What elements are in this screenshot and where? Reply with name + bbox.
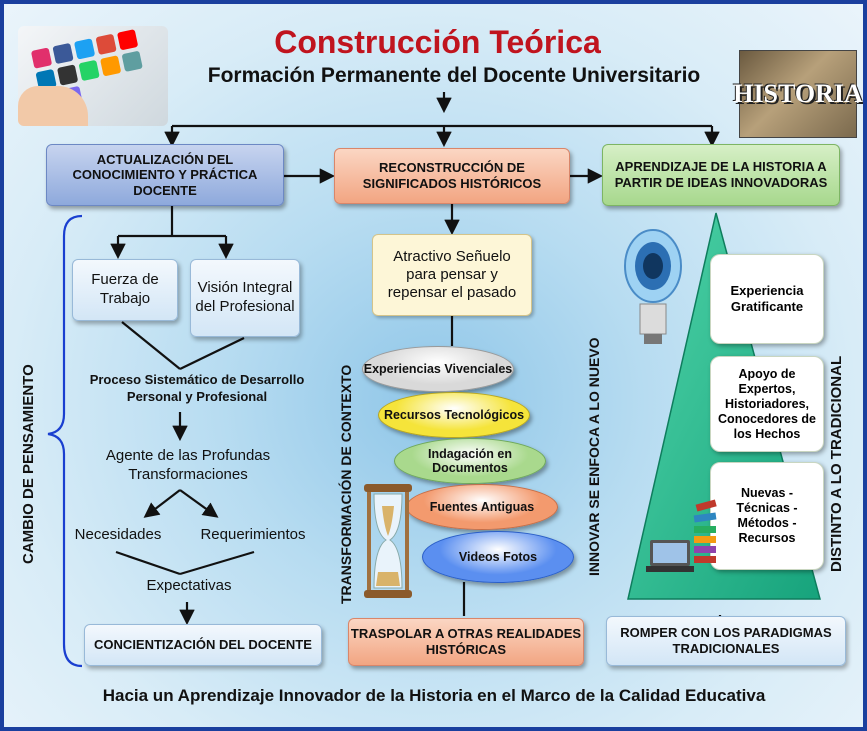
center-column-header: RECONSTRUCCIÓN DE SIGNIFICADOS HISTÓRICO… (334, 148, 570, 204)
videos-fotos-ellipse: Videos Fotos (422, 531, 574, 583)
hand-shape (18, 86, 88, 126)
fuentes-antiguas-ellipse: Fuentes Antiguas (406, 484, 558, 530)
vision-integral-box: Visión Integral del Profesional (190, 259, 300, 337)
requerimientos-text: Requerimientos (200, 526, 306, 543)
historia-image: HISTORIA (733, 50, 863, 138)
nuevas-tecnicas-text: Nuevas -Técnicas -Métodos -Recursos (736, 486, 798, 545)
innovar-enfoca-label: INNOVAR SE ENFOCA A LO NUEVO (586, 337, 602, 576)
traspolar-box: TRASPOLAR A OTRAS REALIDADES HISTÓRICAS (348, 618, 584, 666)
proceso-sistematico-text: Proceso Sistemático de Desarrollo Person… (89, 372, 305, 404)
experiencia-gratificante-card: Experiencia Gratificante (710, 254, 824, 344)
page-title: Construcción Teórica (274, 24, 601, 60)
footer-text: Hacia un Aprendizaje Innovador de la His… (102, 686, 766, 705)
social-media-icons-image (18, 26, 168, 126)
lightbulb-head-icon (624, 229, 682, 344)
concientizacion-box: CONCIENTIZACIÓN DEL DOCENTE (84, 624, 322, 666)
page-subtitle: Formación Permanente del Docente Univers… (207, 64, 701, 87)
left-column-header: ACTUALIZACIÓN DEL CONOCIMIENTO Y PRÁCTIC… (46, 144, 284, 206)
atractivo-senuelo-box: Atractivo Señuelo para pensar y repensar… (372, 234, 532, 316)
historia-label: HISTORIA (733, 79, 863, 108)
recursos-tecnologicos-ellipse: Recursos Tecnológicos (378, 392, 530, 438)
indagacion-documentos-ellipse: Indagación en Documentos (394, 438, 546, 484)
romper-paradigmas-box: ROMPER CON LOS PARADIGMAS TRADICIONALES (606, 616, 846, 666)
expectativas-text: Expectativas (146, 577, 232, 594)
books-laptop-icon (646, 499, 717, 572)
hourglass-icon (364, 484, 412, 598)
nuevas-tecnicas-card: Nuevas -Técnicas -Métodos -Recursos (710, 462, 824, 570)
distinto-tradicional-label: DISTINTO A LO TRADICIONAL (828, 355, 845, 572)
necesidades-text: Necesidades (74, 526, 162, 543)
right-column-header: APRENDIZAJE DE LA HISTORIA A PARTIR DE I… (602, 144, 840, 206)
experiencias-vivenciales-ellipse: Experiencias Vivenciales (362, 346, 514, 392)
apoyo-expertos-card: Apoyo de Expertos, Historiadores, Conoce… (710, 356, 824, 452)
fuerza-de-trabajo-box: Fuerza de Trabajo (72, 259, 178, 321)
agente-transformaciones-text: Agente de las Profundas Transformaciones (105, 447, 271, 483)
connector-lines (47, 92, 722, 668)
cambio-pensamiento-label: CAMBIO DE PENSAMIENTO (20, 364, 37, 564)
transformacion-contexto-label: TRANSFORMACIÓN DE CONTEXTO (338, 364, 354, 604)
